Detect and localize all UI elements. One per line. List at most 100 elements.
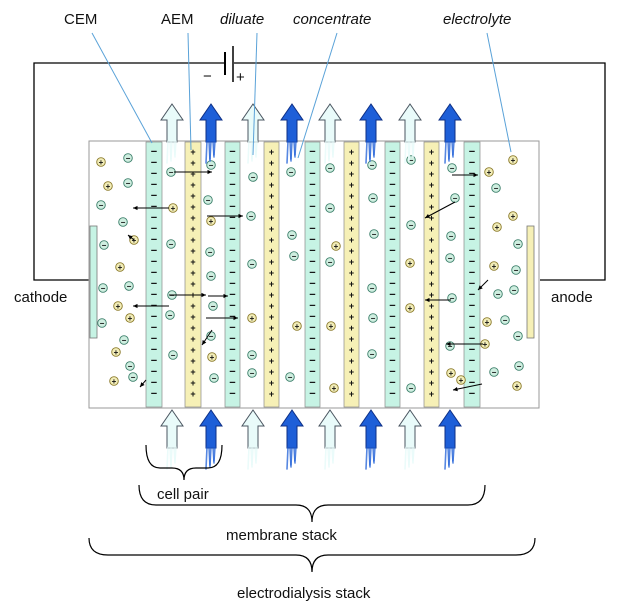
svg-text:−: − <box>328 164 333 173</box>
anion-ion: − <box>96 200 106 210</box>
membrane-layer: −−−−−−−−−−−−−−−−−−−−−−−+++++++++++++++++… <box>145 141 481 408</box>
aem-fixed-charge: + <box>429 290 434 300</box>
aem-fixed-charge: + <box>429 367 434 377</box>
cem-fixed-charge: − <box>389 168 395 180</box>
cem-fixed-charge: − <box>309 344 315 356</box>
concentrate-pointer-line <box>297 32 338 159</box>
aem-fixed-charge: + <box>429 345 434 355</box>
svg-text:−: − <box>292 252 297 261</box>
svg-text:−: − <box>99 201 104 210</box>
anion-ion: − <box>123 178 133 188</box>
aem-fixed-charge: + <box>269 334 274 344</box>
aem-fixed-charge: + <box>269 301 274 311</box>
cation-ion: + <box>456 375 466 385</box>
svg-text:−: − <box>370 350 375 359</box>
anion-ion: − <box>367 283 377 293</box>
aem-fixed-charge: + <box>269 213 274 223</box>
svg-text:−: − <box>503 316 508 325</box>
svg-text:−: − <box>131 373 136 382</box>
cem-fixed-charge: − <box>309 179 315 191</box>
svg-text:+: + <box>118 263 123 272</box>
cem-fixed-charge: − <box>469 388 475 400</box>
anion-ion: − <box>445 253 455 263</box>
cem-fixed-charge: − <box>389 311 395 323</box>
aem-fixed-charge: + <box>269 235 274 245</box>
cem-fixed-charge: − <box>309 289 315 301</box>
svg-text:+: + <box>483 340 488 349</box>
ion-migration-arrow <box>206 315 238 321</box>
aem-fixed-charge: + <box>349 334 354 344</box>
anion-ion: − <box>500 315 510 325</box>
svg-text:−: − <box>372 230 377 239</box>
svg-text:+: + <box>459 376 464 385</box>
svg-text:+: + <box>171 204 176 213</box>
aem-fixed-charge: + <box>349 158 354 168</box>
aem-fixed-charge: + <box>429 235 434 245</box>
svg-text:+: + <box>209 217 214 226</box>
cem-fixed-charge: − <box>309 311 315 323</box>
anion-ion: − <box>509 285 519 295</box>
cem-fixed-charge: − <box>229 223 235 235</box>
aem-fixed-charge: + <box>429 213 434 223</box>
svg-text:−: − <box>100 319 105 328</box>
anion-ion: − <box>128 372 138 382</box>
svg-text:−: − <box>448 254 453 263</box>
cation-ion: + <box>109 376 119 386</box>
cation-ion: + <box>329 383 339 393</box>
cem-fixed-charge: − <box>229 377 235 389</box>
ion-migration-arrow <box>127 234 135 241</box>
svg-text:−: − <box>169 240 174 249</box>
anion-ion: − <box>367 160 377 170</box>
aem-fixed-charge: + <box>349 246 354 256</box>
aem-fixed-charge: + <box>269 191 274 201</box>
cem-fixed-charge: − <box>389 289 395 301</box>
aem-fixed-charge: + <box>349 345 354 355</box>
cem-fixed-charge: − <box>151 168 157 180</box>
anion-ion: − <box>493 289 503 299</box>
svg-text:−: − <box>128 362 133 371</box>
cem-fixed-charge: − <box>151 311 157 323</box>
cem-fixed-charge: − <box>229 311 235 323</box>
cation-ion: + <box>405 303 415 313</box>
cathode-label: cathode <box>14 289 67 306</box>
concentrate-inlet-arrow <box>438 409 462 470</box>
ion-migration-arrow <box>169 292 206 298</box>
cem-fixed-charge: − <box>389 179 395 191</box>
cem-fixed-charge: − <box>469 212 475 224</box>
anode-label: anode <box>551 289 593 306</box>
svg-text:−: − <box>290 231 295 240</box>
aem-fixed-charge: + <box>190 191 195 201</box>
aem-fixed-charge: + <box>190 158 195 168</box>
svg-text:−: − <box>288 373 293 382</box>
cem-fixed-charge: − <box>309 190 315 202</box>
anion-ion: − <box>206 160 216 170</box>
cem-fixed-charge: − <box>151 201 157 213</box>
cation-ion: + <box>168 203 178 213</box>
membrane-stack-label: membrane stack <box>226 527 337 544</box>
electrolyte-pointer-line <box>486 32 512 153</box>
svg-text:+: + <box>485 318 490 327</box>
cem-fixed-charge: − <box>389 355 395 367</box>
aem-fixed-charge: + <box>429 202 434 212</box>
svg-text:+: + <box>515 382 520 391</box>
diluate-label: diluate <box>220 11 264 28</box>
anion-ion: − <box>514 361 524 371</box>
electrodialysis-stack-label: electrodialysis stack <box>237 585 371 602</box>
cem-fixed-charge: − <box>309 168 315 180</box>
ion-migration-arrow <box>452 172 478 178</box>
aem-label: AEM <box>161 11 194 28</box>
anion-ion: − <box>118 217 128 227</box>
cation-ion: + <box>512 381 522 391</box>
cation-ion: + <box>326 321 336 331</box>
concentrate-inlet-arrow <box>280 409 304 470</box>
aem-fixed-charge: + <box>190 323 195 333</box>
cem-fixed-charge: − <box>229 333 235 345</box>
cem-fixed-charge: − <box>151 267 157 279</box>
ion-migration-arrow <box>207 213 243 219</box>
cem-fixed-charge: − <box>229 146 235 158</box>
svg-text:−: − <box>169 168 174 177</box>
cem-fixed-charge: − <box>151 223 157 235</box>
cell-pair-brace <box>145 444 223 481</box>
cem-fixed-charge: − <box>389 377 395 389</box>
ion-migration-arrow <box>201 329 213 346</box>
